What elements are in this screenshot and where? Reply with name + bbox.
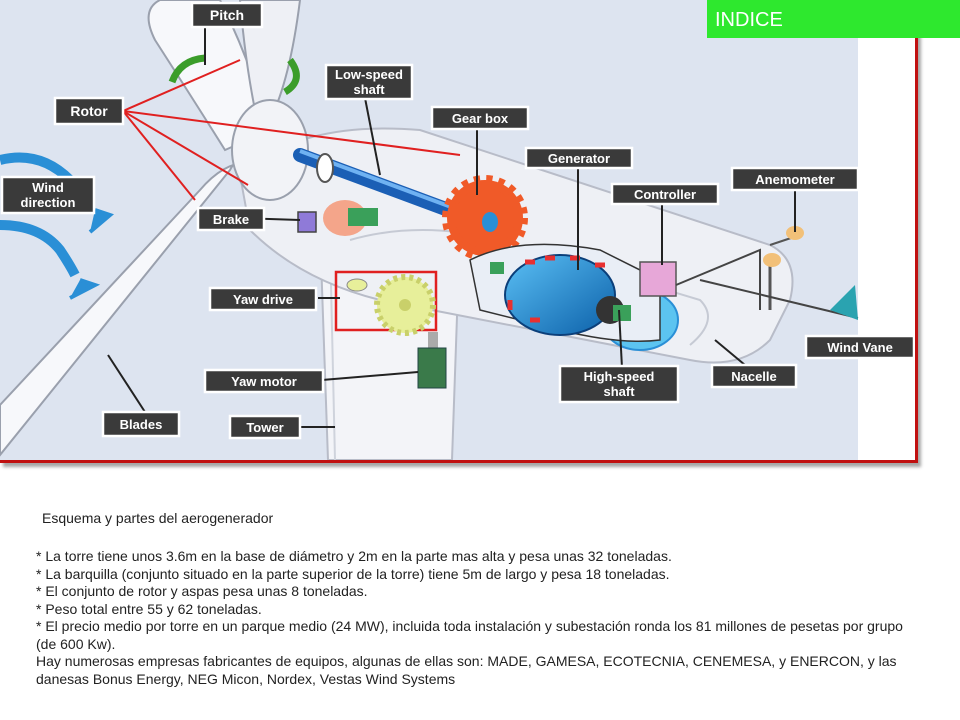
svg-text:Rotor: Rotor (70, 103, 108, 119)
label-blades: Blades (101, 410, 181, 438)
svg-text:shaft: shaft (603, 384, 635, 399)
gear-box-shape (442, 175, 528, 261)
note-nacelle: * La barquilla (conjunto situado en la p… (36, 565, 670, 582)
label-low-speed-shaft: Low-speed shaft (324, 63, 414, 101)
svg-text:Tower: Tower (246, 420, 283, 435)
label-gear-box: Gear box (430, 105, 530, 131)
yaw-drive-shape (334, 270, 438, 336)
low-speed-shaft-shape (293, 148, 477, 225)
label-anemometer: Anemometer (730, 166, 860, 192)
wind-turbine-diagram: Pitch Rotor Low-speed shaft Gear box Gen… (0, 0, 918, 463)
svg-text:Generator: Generator (548, 151, 610, 166)
svg-text:Controller: Controller (634, 187, 696, 202)
label-controller: Controller (610, 182, 720, 206)
svg-text:Wind: Wind (32, 180, 64, 195)
label-yaw-drive: Yaw drive (208, 286, 318, 312)
brake-shape (297, 200, 378, 236)
svg-text:Brake: Brake (213, 212, 249, 227)
blades-shape (0, 0, 309, 457)
label-brake: Brake (196, 206, 266, 232)
svg-text:Anemometer: Anemometer (755, 172, 834, 187)
svg-text:Low-speed: Low-speed (335, 67, 403, 82)
label-yaw-motor: Yaw motor (203, 368, 325, 394)
label-generator: Generator (524, 146, 634, 170)
svg-text:Blades: Blades (120, 417, 163, 432)
svg-text:Yaw motor: Yaw motor (231, 374, 297, 389)
svg-text:Nacelle: Nacelle (731, 369, 777, 384)
leader-lines (107, 15, 796, 428)
diagram-canvas: Pitch Rotor Low-speed shaft Gear box Gen… (0, 0, 915, 460)
indice-link-button[interactable]: INDICE (707, 0, 960, 38)
pitch-arrows (168, 54, 300, 96)
svg-text:Gear box: Gear box (452, 111, 509, 126)
label-high-speed-shaft: High-speed shaft (558, 364, 680, 404)
note-manufacturers: Hay numerosas empresas fabricantes de eq… (36, 653, 897, 687)
label-tower: Tower (228, 414, 302, 440)
label-rotor: Rotor (53, 96, 125, 126)
svg-text:Yaw drive: Yaw drive (233, 292, 293, 307)
diagram-caption: Esquema y partes del aerogenerador (42, 510, 274, 526)
notes-block: * La torre tiene unos 3.6m en la base de… (36, 548, 916, 688)
svg-text:High-speed: High-speed (584, 369, 655, 384)
wind-vane-shape (699, 279, 859, 320)
svg-text:shaft: shaft (353, 82, 385, 97)
controller-box (639, 261, 677, 297)
rotor-leader-lines (122, 59, 461, 201)
label-wind-direction: Wind direction (0, 175, 96, 215)
label-nacelle: Nacelle (710, 363, 798, 389)
note-total-weight: * Peso total entre 55 y 62 toneladas. (36, 600, 262, 617)
note-tower: * La torre tiene unos 3.6m en la base de… (36, 548, 672, 564)
svg-text:Wind Vane: Wind Vane (827, 340, 893, 355)
label-pitch: Pitch (190, 1, 264, 29)
svg-text:direction: direction (21, 195, 76, 210)
label-wind-vane: Wind Vane (804, 334, 915, 360)
generator-shape (469, 243, 661, 342)
note-price: * El precio medio por torre en un parque… (36, 618, 903, 652)
note-rotor: * El conjunto de rotor y aspas pesa unas… (36, 583, 368, 599)
anemometer-shape (763, 226, 804, 310)
svg-text:Pitch: Pitch (210, 7, 244, 23)
yaw-motor-shape (417, 332, 447, 389)
